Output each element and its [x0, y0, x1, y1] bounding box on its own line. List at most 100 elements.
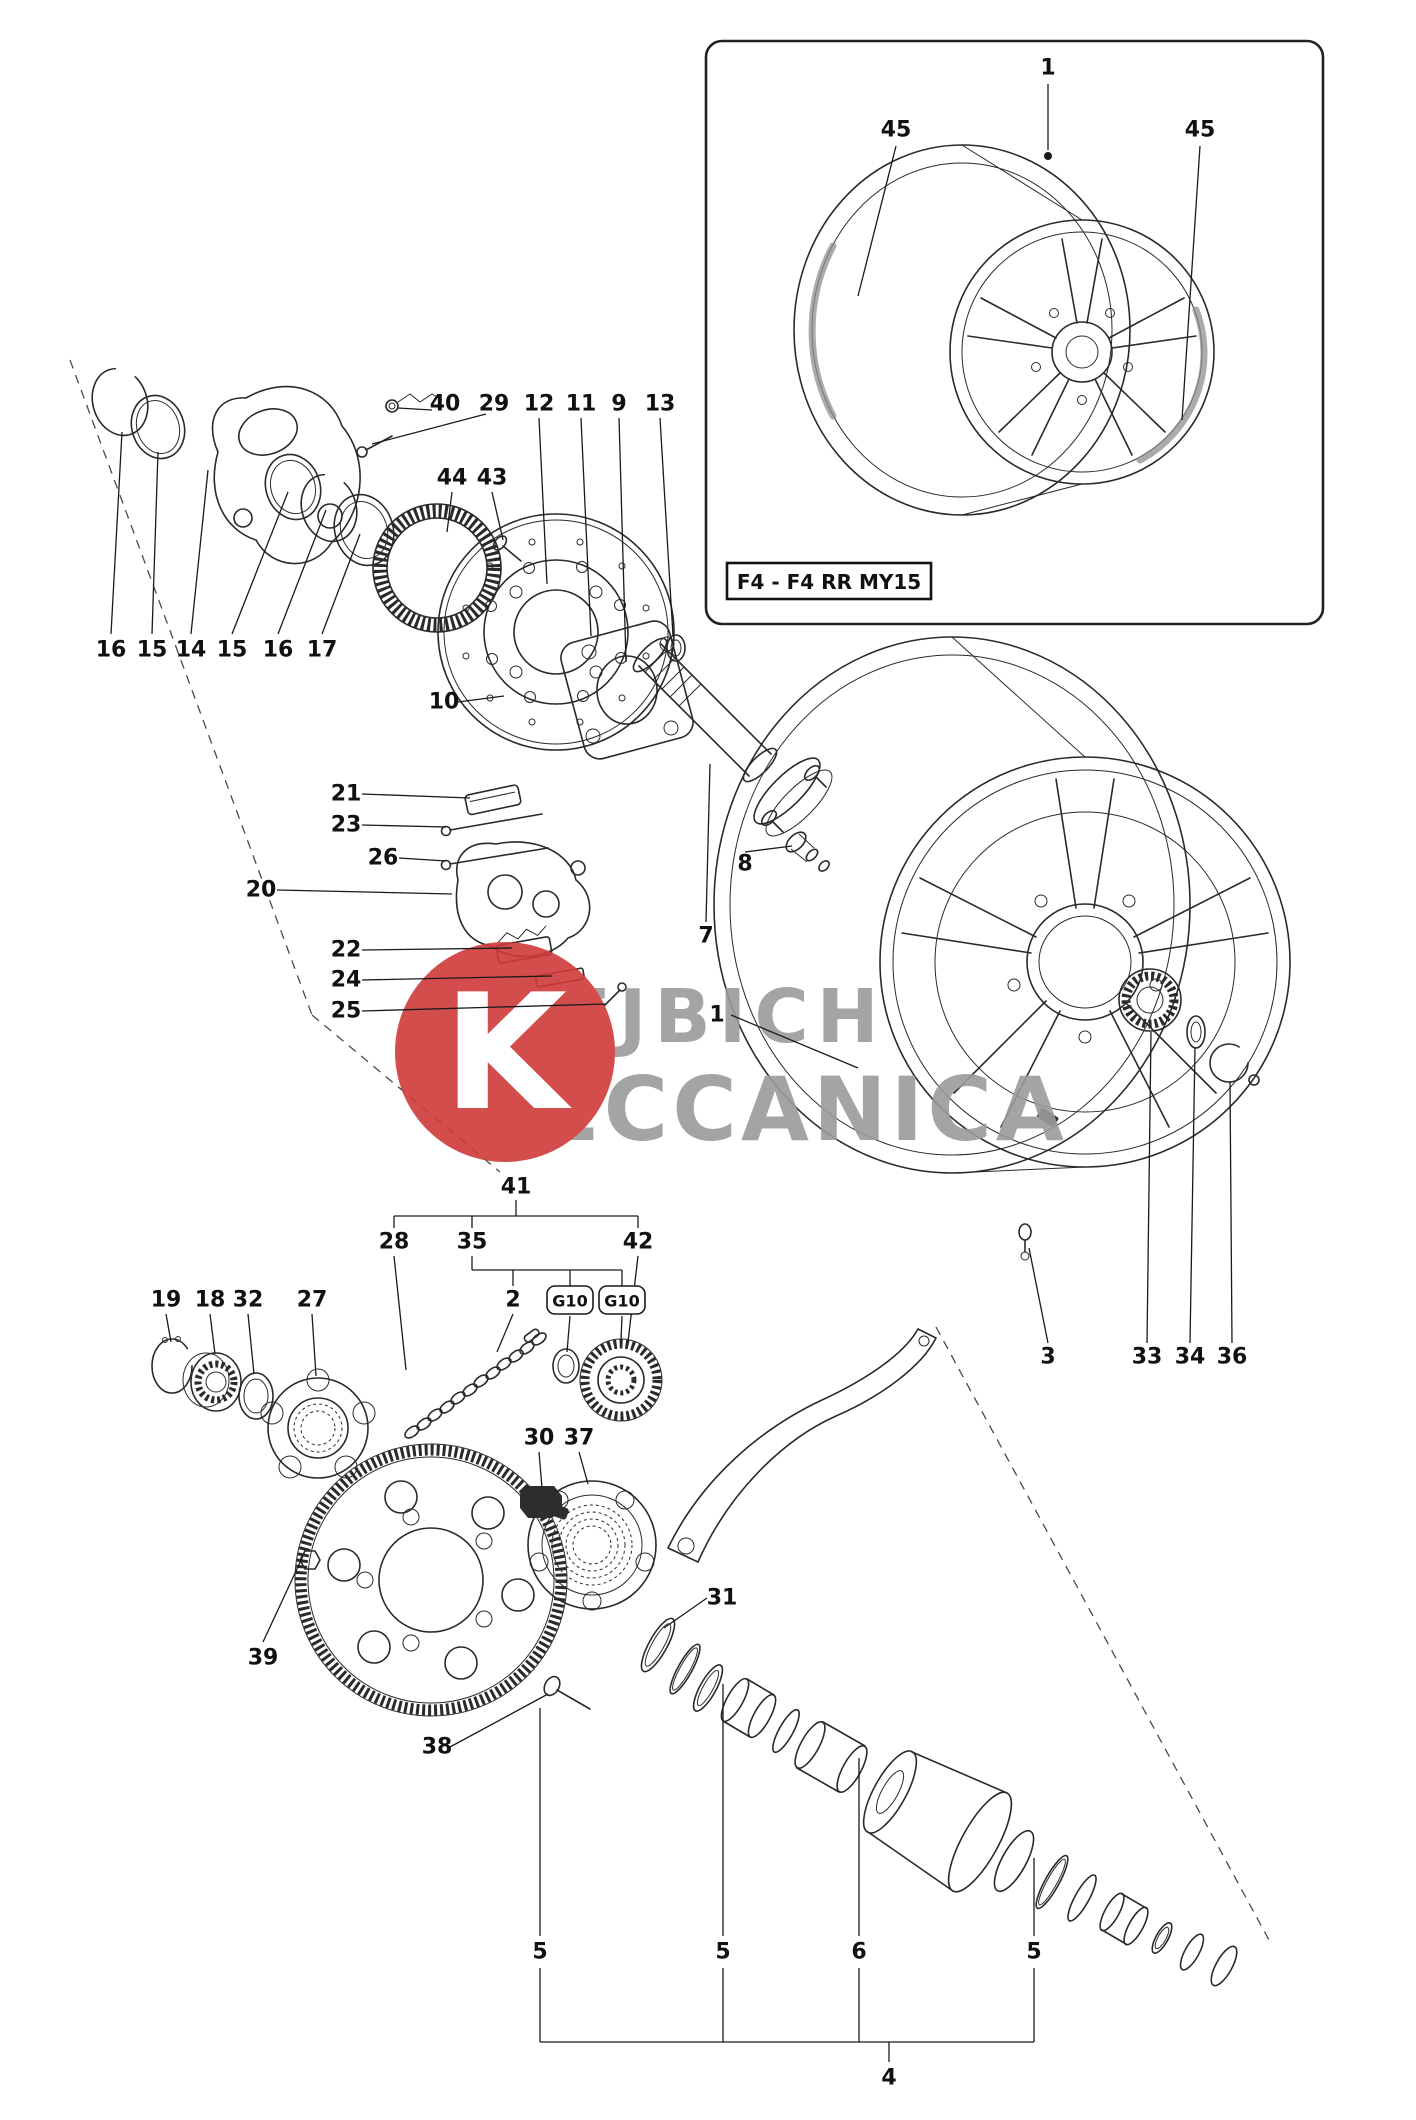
- rim-lock: [1037, 1108, 1059, 1127]
- caliper-bracket-plate: [211, 385, 361, 565]
- needle-bearing-6a: [720, 1677, 777, 1739]
- o-ring-5a: [669, 1643, 701, 1695]
- part-callout-14: 14: [176, 638, 207, 663]
- washer-g10: [552, 1348, 580, 1384]
- part-callout-5: 5: [1026, 1940, 1041, 1965]
- circlip-36: [1209, 1043, 1260, 1086]
- part-callout-35: 35: [457, 1230, 488, 1255]
- pad-pin-23: [440, 813, 543, 837]
- needle-bearing-6b: [1099, 1892, 1149, 1946]
- part-callout-22: 22: [331, 938, 362, 963]
- circlip-19: [151, 1336, 193, 1394]
- brake-pad-21: [464, 784, 522, 816]
- part-callout-16: 16: [263, 638, 294, 663]
- part-callout-31: 31: [707, 1586, 738, 1611]
- leader-lines: [110, 84, 1233, 2062]
- washer-end: [1151, 1922, 1173, 1954]
- axle-spacer-bearing-row: [640, 1617, 1238, 1987]
- part-callout-36: 36: [1217, 1345, 1248, 1370]
- part-callout-21: 21: [331, 782, 362, 807]
- bleed-screw-25: [603, 982, 627, 1007]
- spindle-brake-assembly: [91, 367, 833, 872]
- part-callout-20: 20: [246, 878, 277, 903]
- spacer-ring: [772, 1708, 800, 1754]
- part-callout-18: 18: [195, 1288, 226, 1313]
- part-callout-23: 23: [331, 813, 362, 838]
- cush-drive-flange-27: [260, 1368, 376, 1479]
- part-callout-41: 41: [501, 1175, 532, 1200]
- part-callout-40: 40: [430, 392, 461, 417]
- circlip-end-1: [1179, 1933, 1205, 1971]
- part-callout-34: 34: [1175, 1345, 1206, 1370]
- seal-ring-15: [130, 394, 186, 460]
- spacer-ring-31: [640, 1617, 676, 1673]
- part-callout-17: 17: [307, 638, 338, 663]
- brake-disc-10: [437, 513, 675, 751]
- callout-dot: [1044, 152, 1052, 160]
- construction-lines: [69, 359, 1270, 1941]
- part-callout-8: 8: [737, 852, 752, 877]
- part-callout-27: 27: [297, 1288, 328, 1313]
- rim-tape-right: [1136, 306, 1208, 464]
- abs-sensor-40: [385, 393, 443, 413]
- rim-tape-left: [808, 242, 837, 420]
- part-callout-25: 25: [331, 999, 362, 1024]
- part-callout-1: 1: [1040, 56, 1055, 81]
- part-callout-6: 6: [851, 1940, 866, 1965]
- circlip-16b: [300, 473, 358, 543]
- o-ring-5c: [1035, 1854, 1069, 1910]
- part-callout-39: 39: [248, 1646, 279, 1671]
- part-callout-19: 19: [151, 1288, 182, 1313]
- circlip-end-2: [1210, 1945, 1238, 1987]
- part-callout-28: 28: [379, 1230, 410, 1255]
- spacer-ring-2: [1067, 1874, 1097, 1922]
- part-callout-12: 12: [524, 392, 555, 417]
- seal-ring-5b: [692, 1664, 724, 1712]
- part-callout-3: 3: [1040, 1345, 1055, 1370]
- inset-border: [704, 39, 1325, 626]
- gear-ratio-label: G10: [604, 1292, 639, 1311]
- part-callout-13: 13: [645, 392, 676, 417]
- model-label: F4 - F4 RR MY15: [737, 570, 921, 594]
- part-callout-37: 37: [564, 1426, 595, 1451]
- part-callout-4: 4: [881, 2066, 896, 2091]
- valve-3: [1018, 1223, 1032, 1261]
- chain-guide-arm: [667, 1328, 937, 1563]
- rear-hub-body: [862, 1750, 1035, 1893]
- hub-carrier-37: [527, 1480, 657, 1611]
- washer-34: [1186, 1015, 1206, 1049]
- part-callout-5: 5: [532, 1940, 547, 1965]
- part-callout-24: 24: [331, 968, 362, 993]
- part-callout-10: 10: [429, 690, 460, 715]
- wheel-spokes: [901, 778, 1269, 1128]
- drive-chain: [404, 1328, 547, 1439]
- hub-ring-nut-33: [1118, 968, 1182, 1032]
- part-callout-33: 33: [1132, 1345, 1163, 1370]
- spacer-tube: [794, 1721, 868, 1793]
- part-callout-38: 38: [422, 1735, 453, 1760]
- part-callout-9: 9: [611, 392, 626, 417]
- part-callout-42: 42: [623, 1230, 654, 1255]
- inset-panel: F4 - F4 RR MY15: [704, 39, 1325, 626]
- bolt-38: [543, 1675, 591, 1710]
- part-callout-15: 15: [137, 638, 168, 663]
- front-sprocket-42: [579, 1338, 663, 1422]
- bushing-13: [666, 634, 686, 662]
- model-label-box: [725, 561, 933, 601]
- inset-wheel: [793, 144, 1215, 516]
- watermark-k-letter: K: [443, 959, 572, 1146]
- part-callout-45: 45: [1185, 118, 1216, 143]
- part-callout-43: 43: [477, 466, 508, 491]
- abs-tone-ring-44: [372, 503, 502, 633]
- spacer-32: [238, 1372, 274, 1420]
- part-callout-5: 5: [715, 1940, 730, 1965]
- part-callout-1: 1: [709, 1003, 724, 1028]
- circlip-16: [91, 367, 149, 437]
- part-callout-16: 16: [96, 638, 127, 663]
- watermark: KREJBICH MECCANICA K: [395, 942, 1064, 1162]
- final-drive-assembly: [151, 1328, 663, 1717]
- gear-ratio-box: [546, 1285, 594, 1315]
